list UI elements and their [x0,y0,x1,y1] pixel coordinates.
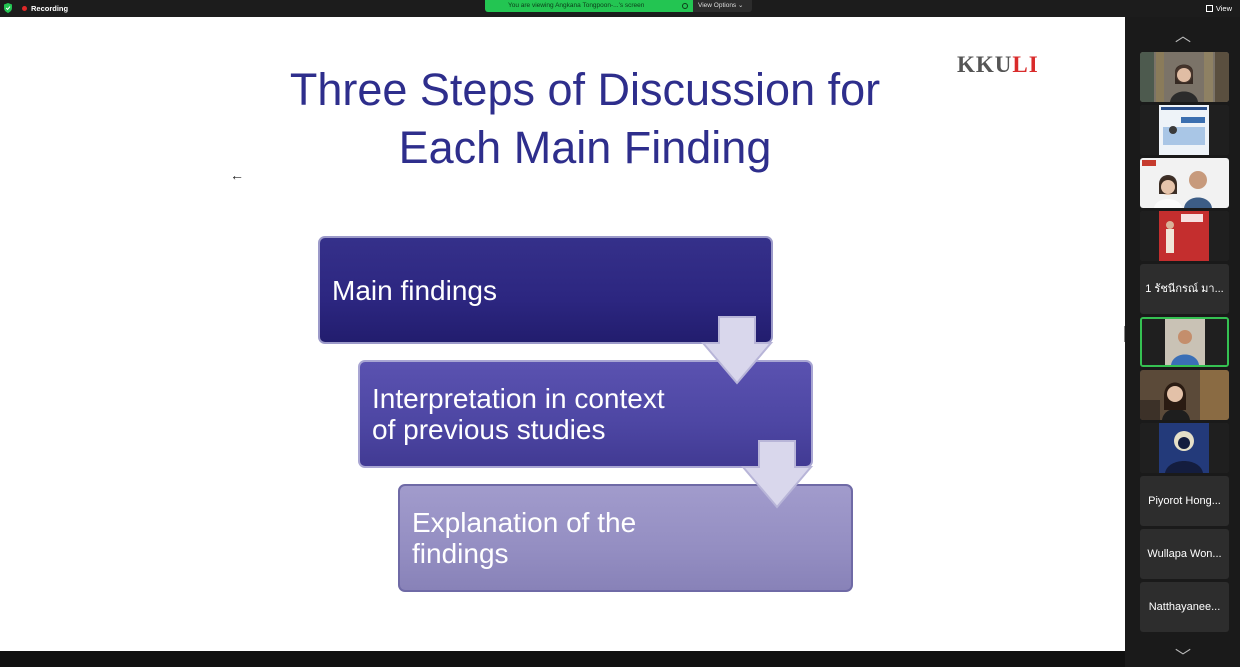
participant-tile[interactable] [1140,52,1229,102]
participant-video [1140,370,1229,420]
chevron-up-icon[interactable]: ︿ [1175,28,1192,45]
step-2-line-1: Interpretation in context [372,383,665,414]
participant-gallery: ︿ [1125,17,1240,667]
participant-name: 1 รัชนีกรณ์ มา... [1145,283,1224,295]
participant-video [1140,158,1229,208]
security-shield-icon[interactable] [4,3,12,13]
slide-title-line-1: Three Steps of Discussion for [289,64,881,115]
shared-screen-slide: KKULI Three Steps of Discussion for Each… [0,17,1125,651]
participant-tile-active-speaker[interactable] [1140,317,1229,367]
participant-tile[interactable] [1140,158,1229,208]
participant-video [1140,423,1229,473]
participant-name: Natthayanee... [1148,601,1221,613]
participant-tile[interactable] [1140,105,1229,155]
participant-tile[interactable] [1140,423,1229,473]
recording-dot-icon [22,5,27,11]
slide-title: Three Steps of Discussion for Each Main … [240,61,930,177]
screen-share-text: You are viewing Angkana Tongpoon-...'s s… [508,2,645,9]
participant-tile[interactable]: Piyorot Hong... [1140,476,1229,526]
step-explanation: Explanation of the findings [398,484,853,592]
logo-li-text: LI [1012,52,1039,77]
step-3-line-1: Explanation of the [412,507,637,538]
participant-tile[interactable]: Natthayanee... [1140,582,1229,632]
participant-tile[interactable] [1140,370,1229,420]
logo-kku-text: KKU [957,52,1013,77]
recording-indicator[interactable]: Recording [4,3,68,13]
view-label: View [1215,4,1232,13]
participant-tile[interactable]: 1 รัชนีกรณ์ มา... [1140,264,1229,314]
view-layout-button[interactable]: View [1205,4,1232,13]
participant-tile[interactable] [1140,211,1229,261]
step-interpretation: Interpretation in context of previous st… [358,360,813,468]
down-arrow-icon [740,440,814,509]
kkuli-logo: KKULI [957,52,1039,78]
participant-name: Piyorot Hong... [1148,495,1221,507]
step-2-line-2: of previous studies [372,414,606,445]
down-arrow-icon [700,316,774,385]
share-status-icon [682,3,688,9]
step-3-line-2: findings [412,538,509,569]
screen-share-banner: You are viewing Angkana Tongpoon-...'s s… [485,0,693,12]
participant-video [1142,319,1227,365]
meeting-top-bar: Recording You are viewing Angkana Tongpo… [0,0,1240,17]
view-options-button[interactable]: View Options ⌄ [693,0,752,12]
participant-tile[interactable]: Wullapa Won... [1140,529,1229,579]
participant-video [1140,211,1229,261]
recording-label: Recording [31,3,69,13]
grid-view-icon [1205,5,1213,12]
step-1-line-1: Main findings [332,274,497,306]
participant-video [1140,52,1229,102]
participant-video [1140,105,1229,155]
participant-name: Wullapa Won... [1147,548,1222,560]
chevron-down-icon[interactable]: ﹀ [1175,649,1192,666]
bottom-bar [0,651,1125,667]
slide-title-line-2: Each Main Finding [398,122,772,173]
arrow-left-cursor-icon: ← [230,167,244,183]
step-main-findings: Main findings [318,236,773,344]
